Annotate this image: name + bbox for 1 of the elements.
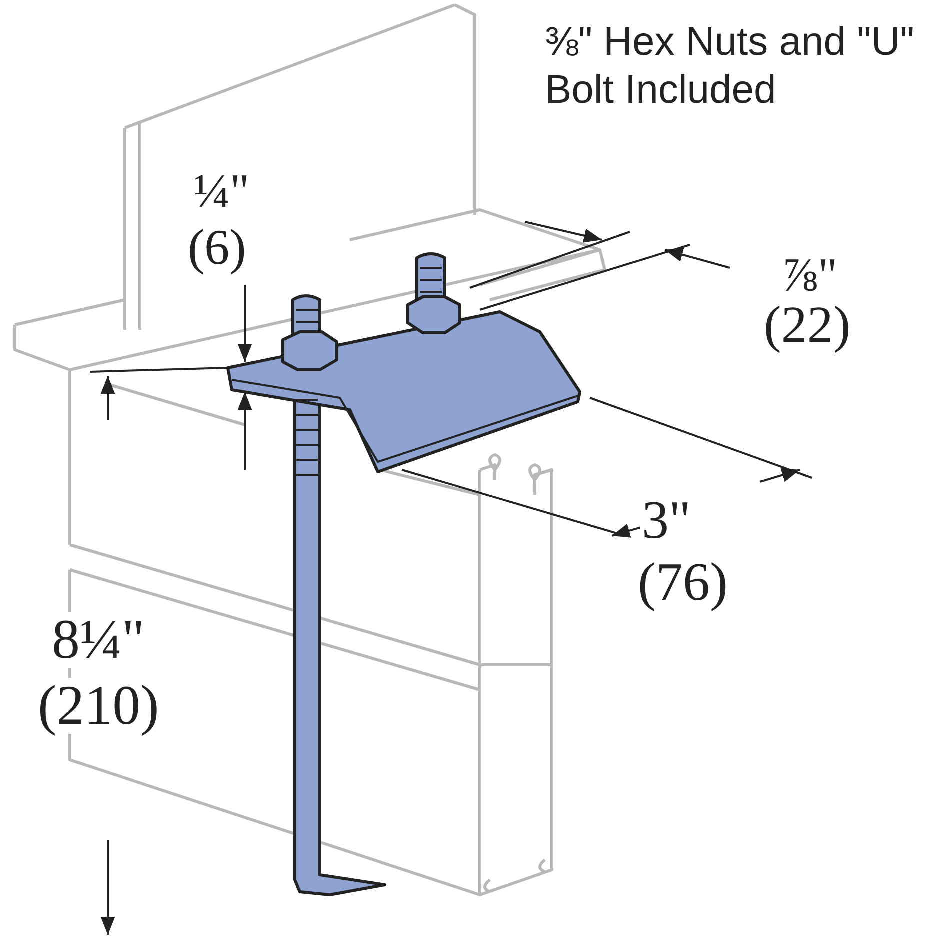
note-text: ⅜" Hex Nuts and "U" Bolt Included xyxy=(545,19,916,114)
